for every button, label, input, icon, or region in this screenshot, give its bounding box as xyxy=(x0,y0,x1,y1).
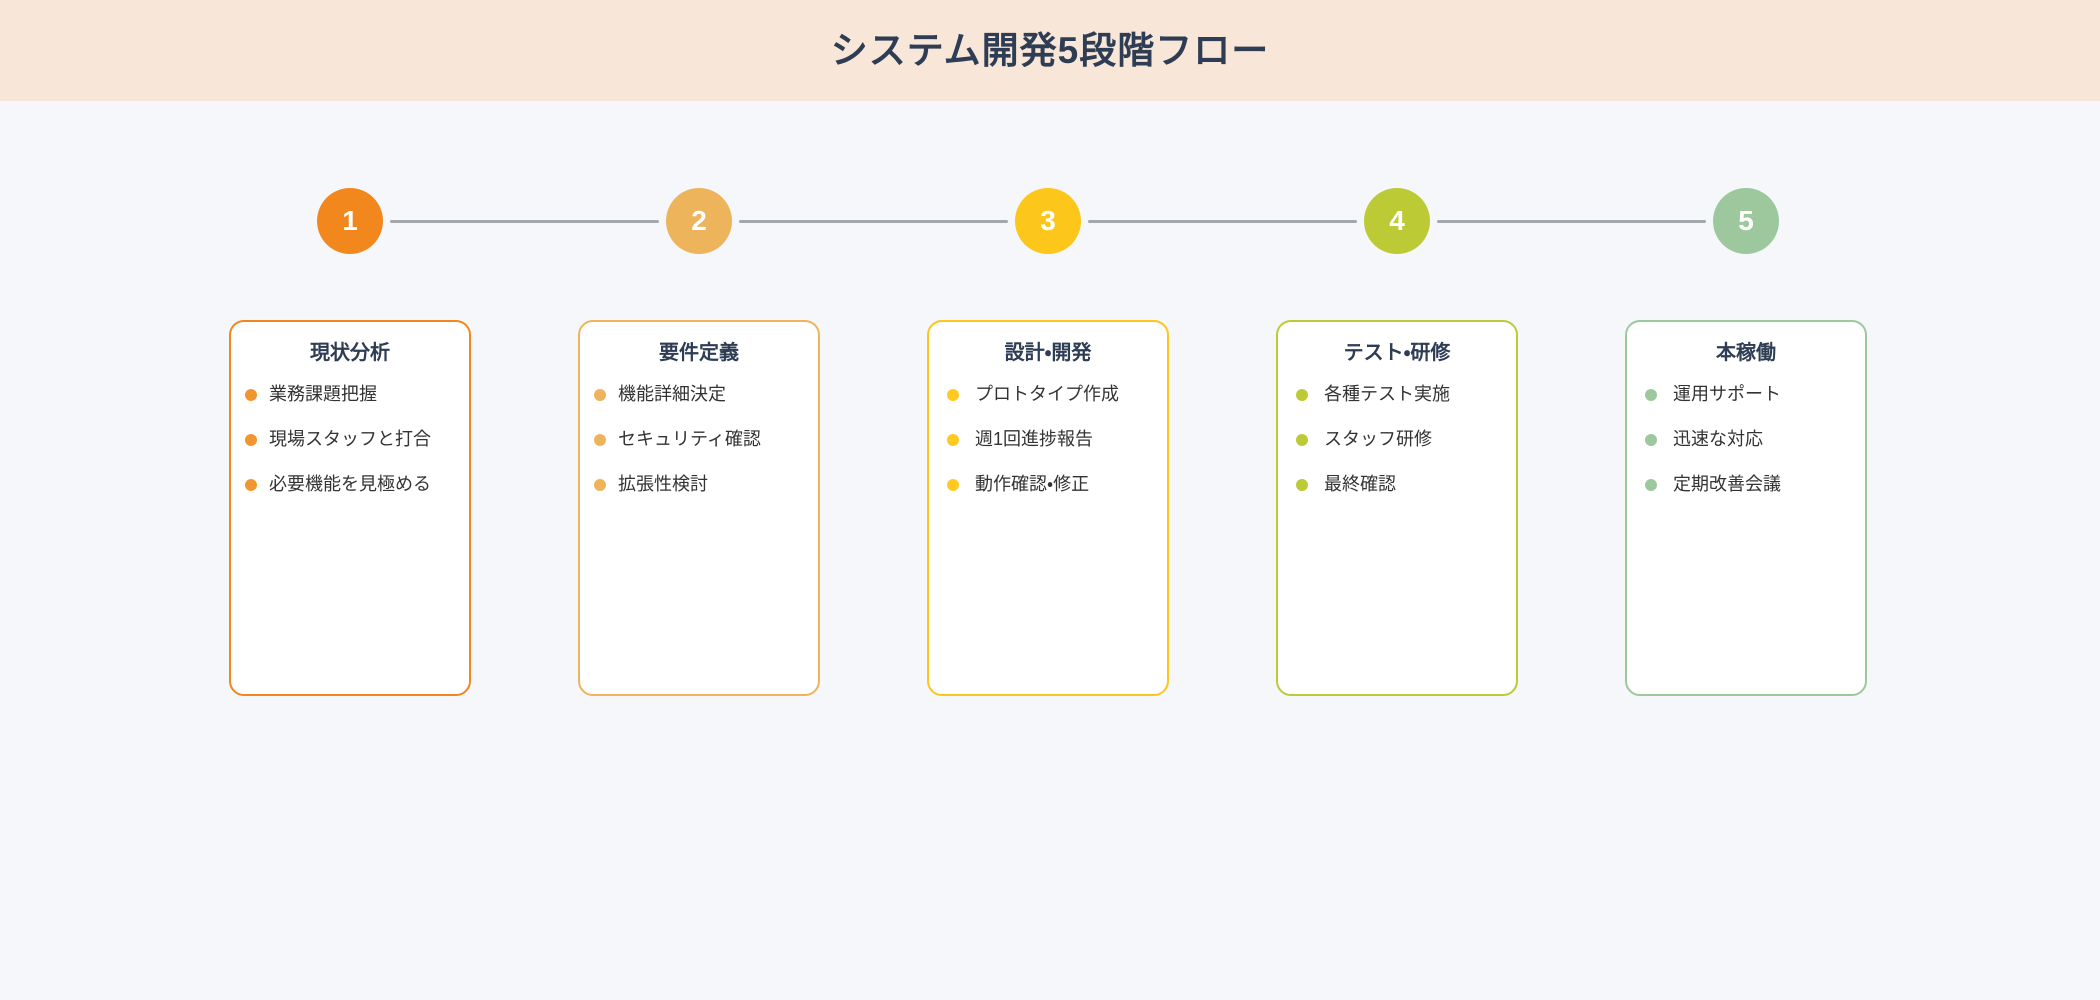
list-item: 各種テスト実施 xyxy=(1296,383,1502,407)
stage-flow: 1 現状分析業務課題把握現場スタッフと打合必要機能を見極める 2 要件定義機能詳細決定… xyxy=(0,101,2100,1000)
list-item-label: 各種テスト実施 xyxy=(1324,384,1450,404)
list-item-label: 運用サポート xyxy=(1673,384,1781,404)
stage-number-badge[interactable]: 5 xyxy=(1713,188,1779,254)
stage-connector-line xyxy=(1437,220,1706,223)
page-title: システム開発5段階フロー xyxy=(830,30,1270,71)
stage-card-title: 本稼働 xyxy=(1716,342,1776,364)
stage-badge-wrap: 5 xyxy=(1625,187,1867,255)
bullet-dot-icon xyxy=(1296,434,1308,446)
bullet-dot-icon xyxy=(245,434,257,446)
bullet-dot-icon xyxy=(1645,434,1657,446)
list-item: 最終確認 xyxy=(1296,473,1502,497)
bullet-dot-icon xyxy=(245,479,257,491)
bullet-dot-icon xyxy=(947,389,959,401)
stage-card-title: テスト・研修 xyxy=(1343,342,1451,364)
list-item: 必要機能を見極める xyxy=(245,473,455,497)
stage-badge-wrap: 3 xyxy=(927,187,1169,255)
bullet-dot-icon xyxy=(594,389,606,401)
stage-number-badge[interactable]: 2 xyxy=(666,188,732,254)
stage-badge-wrap: 1 xyxy=(229,187,471,255)
stage-card-title: 設計・開発 xyxy=(1004,342,1092,364)
stage-number-badge[interactable]: 4 xyxy=(1364,188,1430,254)
stage-number-badge[interactable]: 3 xyxy=(1015,188,1081,254)
list-item: 現場スタッフと打合 xyxy=(245,428,455,452)
bullet-dot-icon xyxy=(245,389,257,401)
stage-card-title: 現状分析 xyxy=(310,342,390,364)
bullet-dot-icon xyxy=(594,479,606,491)
bullet-dot-icon xyxy=(1645,479,1657,491)
list-item-label: プロトタイプ作成 xyxy=(975,384,1119,404)
stage-item-list: 運用サポート迅速な対応定期改善会議 xyxy=(1627,383,1865,497)
list-item-label: 機能詳細決定 xyxy=(618,384,726,404)
list-item: プロトタイプ作成 xyxy=(947,383,1153,407)
stage-item-list: 各種テスト実施スタッフ研修最終確認 xyxy=(1278,383,1516,497)
stage-badge-wrap: 2 xyxy=(578,187,820,255)
bullet-dot-icon xyxy=(947,434,959,446)
stage-card[interactable]: テスト・研修各種テスト実施スタッフ研修最終確認 xyxy=(1276,320,1518,696)
list-item: 迅速な対応 xyxy=(1645,428,1851,452)
list-item-label: 定期改善会議 xyxy=(1673,474,1781,494)
stage-item-list: 業務課題把握現場スタッフと打合必要機能を見極める xyxy=(231,383,469,497)
bullet-dot-icon xyxy=(1296,389,1308,401)
list-item: 運用サポート xyxy=(1645,383,1851,407)
bullet-dot-icon xyxy=(1296,479,1308,491)
list-item: 拡張性検討 xyxy=(594,473,804,497)
stage-connector-line xyxy=(739,220,1008,223)
list-item: スタッフ研修 xyxy=(1296,428,1502,452)
stage-item-list: プロトタイプ作成週1回進捗報告動作確認・修正 xyxy=(929,383,1167,497)
stage-badge-wrap: 4 xyxy=(1276,187,1518,255)
stage-card[interactable]: 本稼働運用サポート迅速な対応定期改善会議 xyxy=(1625,320,1867,696)
list-item-label: 週1回進捗報告 xyxy=(975,429,1094,449)
list-item: 業務課題把握 xyxy=(245,383,455,407)
stage-number-badge[interactable]: 1 xyxy=(317,188,383,254)
list-item-label: スタッフ研修 xyxy=(1324,429,1432,449)
list-item-label: 最終確認 xyxy=(1324,474,1396,494)
list-item: 週1回進捗報告 xyxy=(947,428,1153,452)
list-item: 動作確認・修正 xyxy=(947,473,1153,497)
bullet-dot-icon xyxy=(1645,389,1657,401)
stage-card-title: 要件定義 xyxy=(659,342,739,364)
stage-card[interactable]: 要件定義機能詳細決定セキュリティ確認拡張性検討 xyxy=(578,320,820,696)
list-item-label: 拡張性検討 xyxy=(618,474,708,494)
page-header: システム開発5段階フロー xyxy=(0,0,2100,101)
list-item-label: 現場スタッフと打合 xyxy=(269,429,431,449)
stage-connector-line xyxy=(390,220,659,223)
list-item-label: 必要機能を見極める xyxy=(269,474,431,494)
stage-item-list: 機能詳細決定セキュリティ確認拡張性検討 xyxy=(580,383,818,497)
bullet-dot-icon xyxy=(594,434,606,446)
bullet-dot-icon xyxy=(947,479,959,491)
list-item-label: 迅速な対応 xyxy=(1673,429,1763,449)
list-item-label: 業務課題把握 xyxy=(269,384,377,404)
list-item: セキュリティ確認 xyxy=(594,428,804,452)
list-item-label: 動作確認・修正 xyxy=(975,474,1090,494)
stage-card[interactable]: 現状分析業務課題把握現場スタッフと打合必要機能を見極める xyxy=(229,320,471,696)
list-item: 機能詳細決定 xyxy=(594,383,804,407)
stage-card[interactable]: 設計・開発プロトタイプ作成週1回進捗報告動作確認・修正 xyxy=(927,320,1169,696)
stage-connector-line xyxy=(1088,220,1357,223)
list-item-label: セキュリティ確認 xyxy=(618,429,761,449)
list-item: 定期改善会議 xyxy=(1645,473,1851,497)
